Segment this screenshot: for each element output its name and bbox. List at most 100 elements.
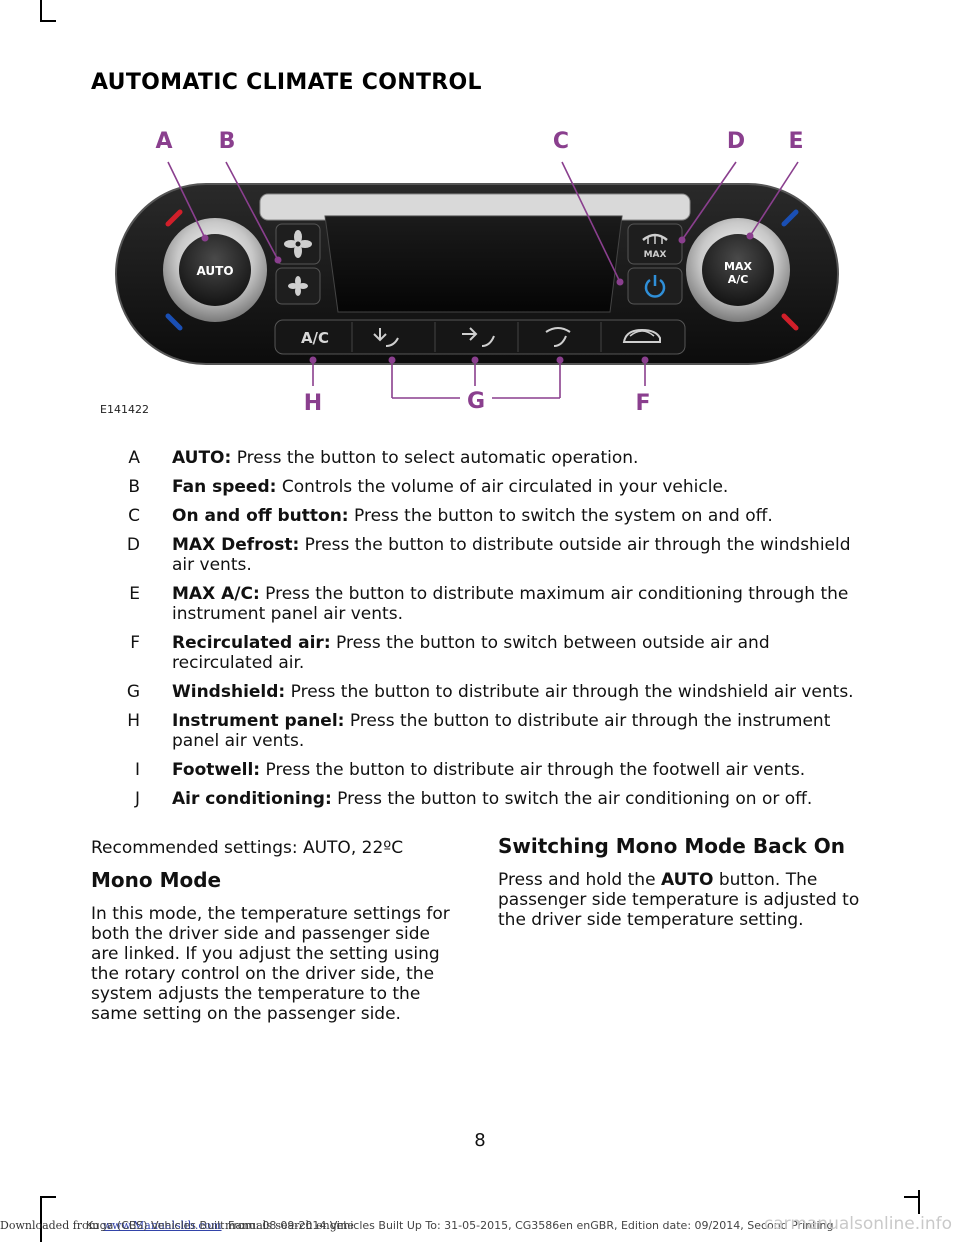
legend-term: Windshield: [172,682,286,702]
cold-mark-right [781,209,799,227]
callout-b: B [219,129,236,154]
legend-item: D MAX Defrost: Press the button to distri… [110,535,865,575]
legend-term: AUTO: [172,448,232,468]
climate-panel-illustration: AUTO MAX A/C [115,129,839,416]
legend-term: On and off button: [172,506,349,526]
legend-key: J [134,789,140,809]
legend-term: Recirculated air: [172,633,331,653]
crop-mark [40,20,56,22]
legend-text: Controls the volume of air circulated in… [276,477,729,497]
body-text: button. The passenger side temperature i… [498,870,860,930]
mono-back-on-body: Press and hold the AUTO button. The pass… [498,870,868,930]
mono-mode-body: In this mode, the temperature settings f… [91,904,450,1024]
legend-item: J Air conditioning: Press the button to s… [110,789,865,809]
crop-mark [40,1196,56,1198]
fan-up-button[interactable] [275,223,321,265]
download-notice: Downloaded from www.Manualslib.com manua… [0,1219,354,1232]
legend-item: F Recirculated air: Press the button to s… [110,633,865,673]
power-button[interactable] [627,267,683,305]
crop-mark [40,1196,42,1242]
figure-code: E141422 [100,403,149,416]
climate-control-figure: AUTO MAX A/C [90,120,870,420]
fan-down-button[interactable] [275,267,321,305]
legend-key: G [126,682,140,702]
legend-item: A AUTO: Press the button to select automa… [110,448,865,468]
ac-button-label: A/C [301,329,329,347]
callout-g: G [467,389,485,414]
legend-text: Press the button to distribute air throu… [172,711,831,751]
legend-text: Press the button to switch between outsi… [172,633,770,673]
callout-lines [167,161,799,399]
legend-key: C [128,506,140,526]
crop-mark [904,1196,920,1198]
legend-item: B Fan speed: Controls the volume of air c… [110,477,865,497]
recirculation-icon [622,328,661,343]
manualslib-link[interactable]: www.Manualslib.com [102,1219,222,1232]
document-id: Kuga (CBS) Vehicles Built From: 08-09-20… [86,1219,834,1232]
legend-term: Fan speed: [172,477,277,497]
download-prefix: Downloaded from [0,1219,103,1232]
recommended-settings: Recommended settings: AUTO, 22ºC [91,838,404,858]
legend-key: E [129,584,140,604]
ac-button[interactable]: A/C [301,329,329,347]
page-number: 8 [474,1130,486,1151]
legend-key: I [134,760,140,780]
footer: Downloaded from www.Manualslib.com manua… [0,1214,960,1238]
callout-a: A [155,129,172,154]
callout-c: C [553,129,569,154]
bottom-button-row [274,319,686,355]
download-suffix: manuals search engine [221,1219,354,1232]
callout-d: D [727,129,745,154]
legend-text: Press the button to distribute air throu… [285,682,854,702]
recirculation-button[interactable] [622,328,661,343]
legend-term: Air conditioning: [172,789,332,809]
legend-key: F [130,633,140,653]
auto-knob[interactable]: AUTO [163,218,267,322]
legend-text: Press the button to switch the system on… [348,506,773,526]
max-defrost-label: MAX [644,250,667,260]
watermark: carmanualsonline.info [763,1214,952,1234]
legend-item: G Windshield: Press the button to distrib… [110,682,865,702]
legend-key: A [128,448,140,468]
cold-mark-left [165,313,183,331]
legend-item: C On and off button: Press the button to … [110,506,865,526]
callout-legend: A AUTO: Press the button to select automa… [110,448,865,818]
section-title: AUTOMATIC CLIMATE CONTROL [91,70,482,95]
hot-mark-right [781,313,799,331]
crop-mark [40,0,42,22]
callout-f: F [635,391,650,416]
legend-text: Press the button to switch the air condi… [331,789,813,809]
legend-term: MAX A/C: [172,584,260,604]
windshield-icon [545,327,571,333]
footwell-icon [373,328,399,347]
power-icon [644,278,666,298]
legend-text: Press the button to select automatic ope… [231,448,639,468]
left-column: Recommended settings: AUTO, 22ºC Mono Mo… [91,838,461,1034]
mono-mode-heading: Mono Mode [91,868,222,892]
fan-small-icon [288,276,308,296]
legend-text: Press the button to distribute air throu… [260,760,806,780]
callout-dots [201,232,754,364]
fan-icon [284,230,312,258]
legend-key: B [128,477,140,497]
callout-e: E [788,129,803,154]
right-column: Switching Mono Mode Back On Press and ho… [498,834,868,940]
max-defrost-button[interactable]: MAX [627,223,683,265]
legend-term: MAX Defrost: [172,535,300,555]
panel-vent-icon [462,327,495,347]
instrument-panel-button[interactable] [462,327,495,347]
hot-mark-left [165,209,183,227]
legend-item: I Footwell: Press the button to distribut… [110,760,865,780]
legend-term: Footwell: [172,760,261,780]
legend-key: D [126,535,140,555]
windshield-button[interactable] [545,327,571,347]
legend-text: Press the button to distribute maximum a… [172,584,849,624]
crop-mark [918,1190,920,1214]
footwell-button[interactable] [373,328,399,347]
max-ac-knob[interactable]: MAX A/C [686,218,790,322]
display-screen [324,215,623,313]
legend-text: Press the button to distribute outside a… [172,535,851,575]
auto-term: AUTO [660,870,714,890]
legend-term: Instrument panel: [172,711,345,731]
